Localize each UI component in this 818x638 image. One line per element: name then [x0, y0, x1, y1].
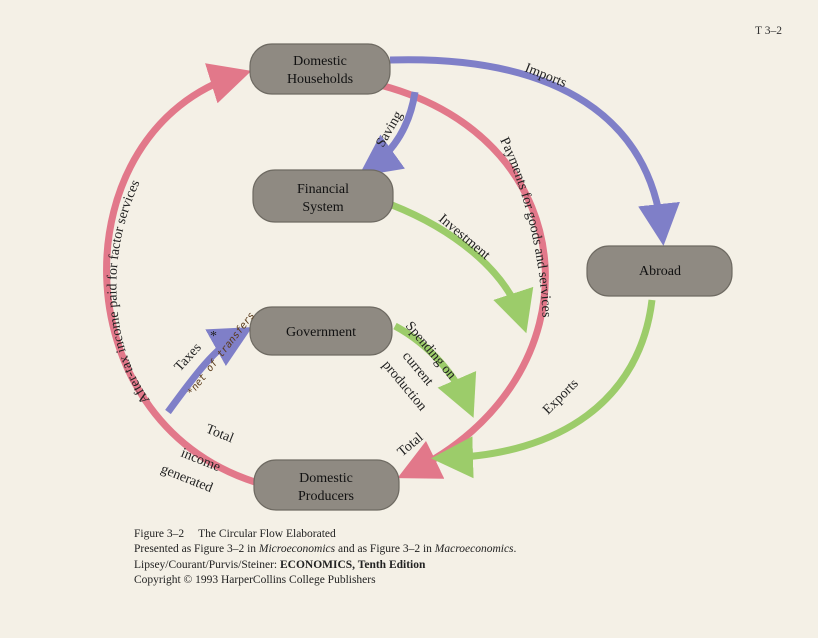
copyright: Copyright © 1993 HarperCollins College P… [134, 573, 376, 586]
book-macro: Macroeconomics [434, 543, 514, 556]
caption-line-title: Figure 3–2 The Circular Flow Elaborated [134, 527, 516, 542]
payments-flow-arrow [379, 81, 549, 479]
taxes-flow-arrow [165, 327, 253, 415]
abroad-label: Abroad [639, 264, 681, 279]
investment-flow-arrow [390, 201, 534, 334]
imports-flow-arrow [389, 56, 680, 246]
node-government: Government [249, 306, 393, 356]
households-label-line1: Domestic [293, 54, 347, 69]
authors: Lipsey/Courant/Purvis/Steiner: [134, 558, 280, 571]
node-domestic-households: Domestic Households [249, 43, 391, 95]
investment-label: Investment [435, 212, 492, 264]
total-right-label: Total [395, 430, 427, 460]
presented-middle: and as Figure 3–2 in [335, 543, 435, 556]
financial-label-line2: System [302, 200, 343, 215]
caption-line-presented: Presented as Figure 3–2 in Microeconomic… [134, 542, 516, 557]
presented-suffix: . [513, 543, 517, 556]
total-income-label-line1: Total [204, 422, 236, 447]
saving-flow-arrow [358, 91, 419, 177]
page-tag: T 3–2 [755, 25, 782, 37]
caption-line-authors: Lipsey/Courant/Purvis/Steiner: ECONOMICS… [134, 558, 516, 573]
book-title: ECONOMICS, Tenth Edition [279, 558, 426, 571]
node-financial-system: Financial System [252, 169, 394, 223]
figure-title: The Circular Flow Elaborated [198, 528, 336, 540]
caption-line-copyright: Copyright © 1993 HarperCollins College P… [134, 573, 516, 588]
circular-flow-diagram: Domestic Households Financial System Abr… [103, 43, 733, 511]
after-tax-income-arrow [103, 63, 257, 486]
exports-flow-arrow [431, 299, 656, 479]
figure-caption: Figure 3–2 The Circular Flow Elaborated P… [134, 527, 516, 588]
exports-label: Exports [540, 376, 581, 417]
node-abroad: Abroad [586, 245, 733, 297]
figure-number: Figure 3–2 [134, 528, 185, 540]
households-label-line2: Households [287, 72, 353, 87]
presented-prefix: Presented as Figure 3–2 in [134, 543, 259, 556]
book-micro: Microeconomics [258, 543, 336, 556]
imports-label: Imports [523, 61, 569, 91]
producers-label-line2: Producers [298, 489, 354, 504]
spending-flow-arrow [393, 322, 477, 418]
node-domestic-producers: Domestic Producers [253, 459, 400, 511]
financial-label-line1: Financial [297, 182, 349, 197]
government-label: Government [286, 325, 356, 340]
producers-label-line1: Domestic [299, 471, 353, 486]
taxes-asterisk: * [210, 329, 217, 344]
